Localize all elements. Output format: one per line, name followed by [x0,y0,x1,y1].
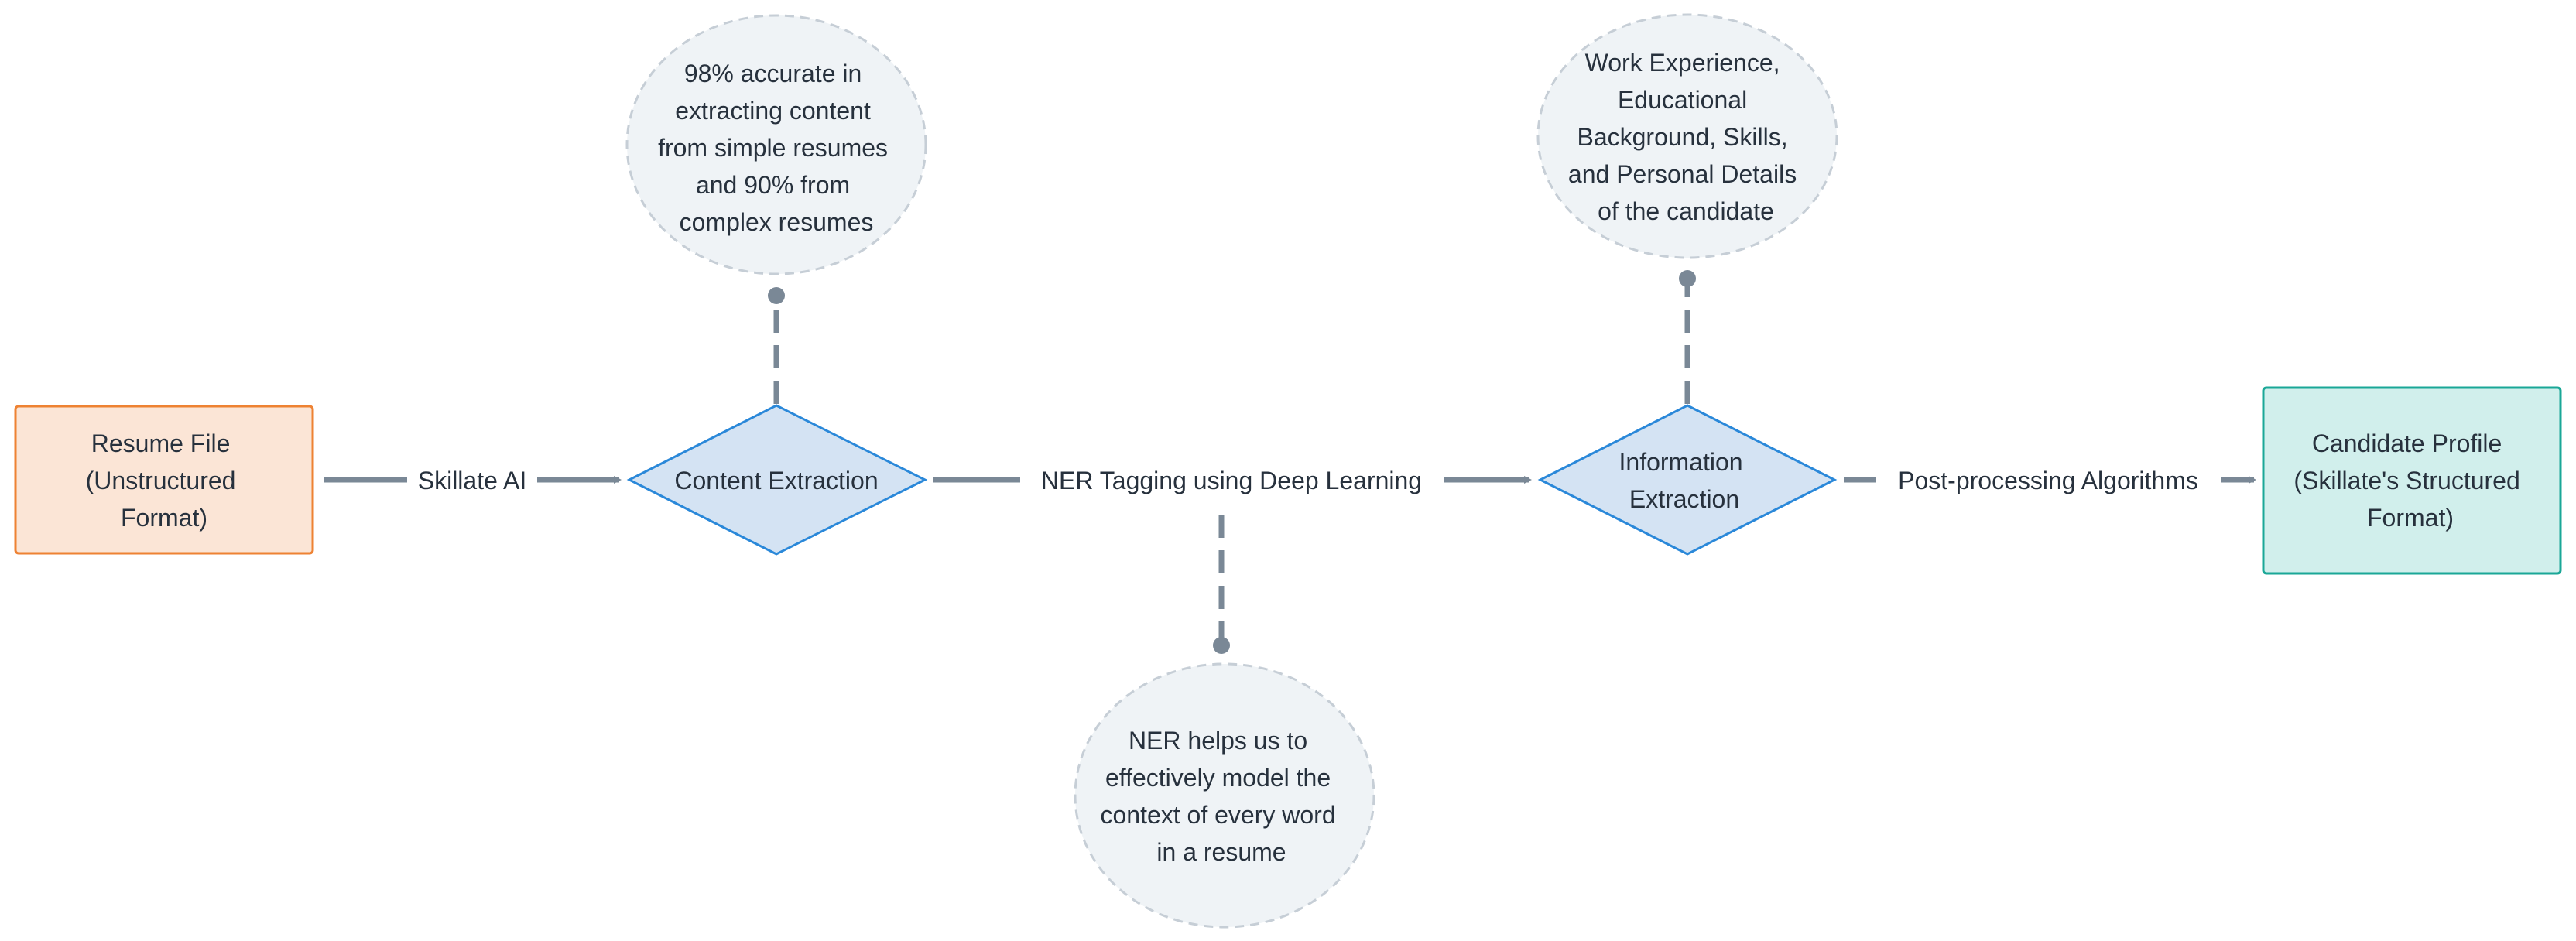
ner-connector-dot [1213,637,1230,654]
accuracy-connector-dot [768,287,785,304]
candidate-profile-node [2262,386,2562,575]
skillate-ai-label: Skillate AI [418,467,527,494]
information-extraction-label: Information Extraction [1619,448,1750,513]
details-connector-dot [1679,270,1696,287]
details-note-text: Work Experience, Educational Background,… [1568,49,1804,225]
ner-tagging-label: NER Tagging using Deep Learning [1041,467,1422,494]
resume-file-label: Resume File (Unstructured Format) [86,429,243,532]
accuracy-note-bubble [625,14,927,275]
resume-file-node [14,405,314,555]
ner-note-bubble [1074,662,1375,929]
ner-note-text: NER helps us to effectively model the co… [1100,727,1342,866]
accuracy-note-text: 98% accurate in extracting content from … [658,60,895,236]
information-extraction-node [1537,404,1838,556]
content-extraction-node [626,404,928,556]
candidate-profile-label: Candidate Profile (Skillate's Structured… [2293,429,2526,532]
details-note-bubble [1536,13,1838,259]
content-extraction-label: Content Extraction [674,467,878,494]
post-processing-label: Post-processing Algorithms [1898,467,2198,494]
